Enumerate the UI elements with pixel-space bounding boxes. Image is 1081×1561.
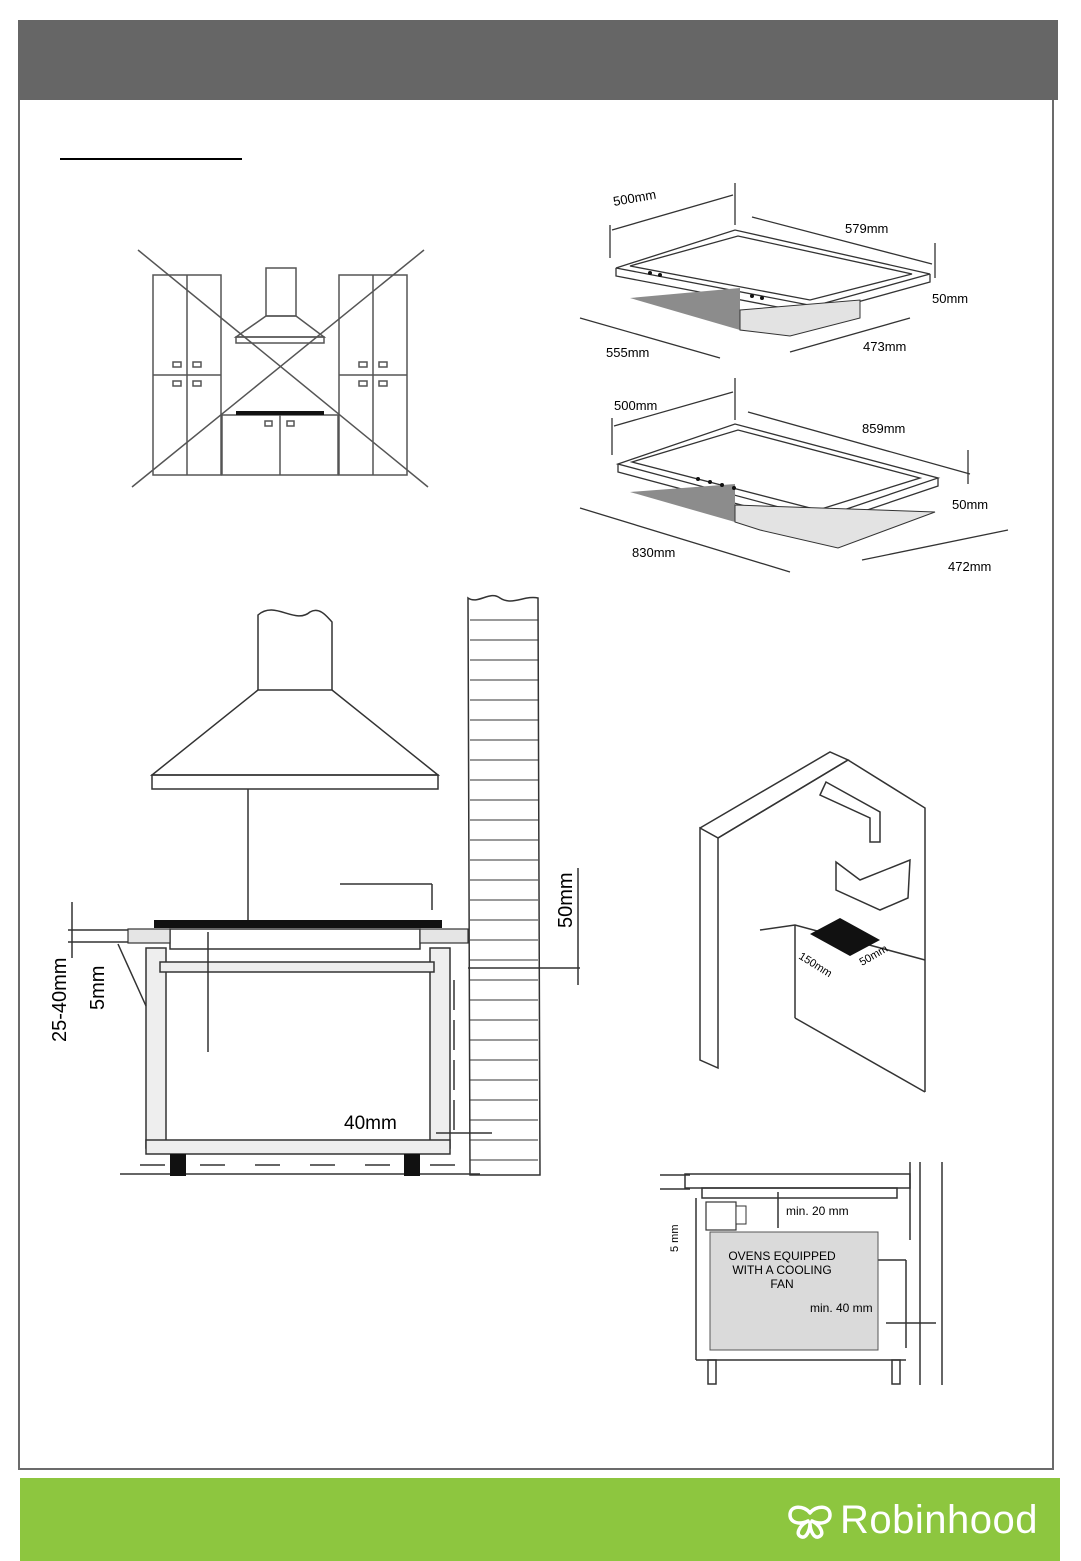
brand-logo: Robinhood bbox=[786, 1498, 1038, 1543]
oven-side: min. 40 mm bbox=[810, 1301, 873, 1315]
oven-caption-line-1: OVENS EQUIPPED bbox=[722, 1249, 842, 1263]
oven-caption-line-2: WITH A COOLING bbox=[722, 1263, 842, 1277]
oven-gap: 5 mm bbox=[669, 1225, 681, 1253]
footer-bar: Robinhood bbox=[20, 1478, 1060, 1561]
butterfly-icon bbox=[786, 1503, 834, 1539]
oven-top: min. 20 mm bbox=[786, 1204, 849, 1218]
oven-caption: OVENS EQUIPPED WITH A COOLING FAN bbox=[722, 1249, 842, 1291]
oven-caption-line-3: FAN bbox=[722, 1277, 842, 1291]
brand-name: Robinhood bbox=[840, 1498, 1038, 1543]
